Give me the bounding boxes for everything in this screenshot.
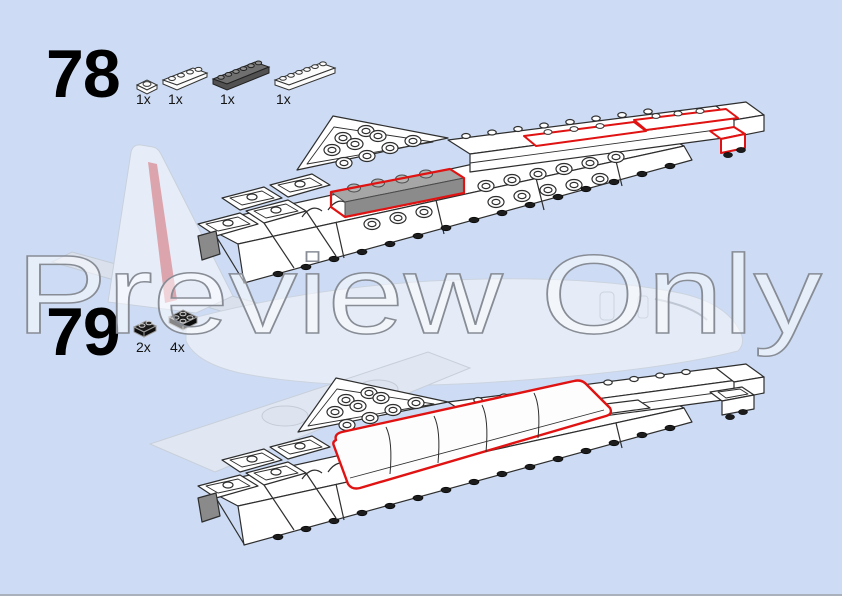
part-icon-white-plate-1x6 bbox=[273, 61, 337, 91]
part-count-label: 1x bbox=[276, 91, 291, 107]
step-78-assembly-diagram bbox=[197, 101, 765, 284]
tail-logo-stripe bbox=[148, 162, 177, 303]
part-icon-white-plate-1x4 bbox=[161, 66, 209, 91]
red-highlight-upper-plates bbox=[523, 108, 746, 154]
step-79-number: 79 bbox=[46, 294, 121, 370]
step-78-number: 78 bbox=[46, 36, 121, 112]
part-count-label: 2x bbox=[136, 339, 151, 355]
part-icon-black-plate-2x2 bbox=[167, 309, 199, 331]
part-icon-black-plate-1x2 bbox=[132, 320, 158, 338]
page-bottom-edge bbox=[0, 594, 842, 596]
part-count-label: 1x bbox=[136, 91, 151, 107]
step-79-assembly-diagram bbox=[197, 363, 765, 546]
part-count-label: 1x bbox=[220, 91, 235, 107]
part-count-label: 1x bbox=[168, 91, 183, 107]
part-count-label: 4x bbox=[170, 339, 185, 355]
red-highlight-curved-slopes bbox=[332, 379, 613, 490]
part-icon-dark-gray-plate-1x6 bbox=[211, 60, 271, 91]
part-icon-white-plate-1x1 bbox=[135, 79, 159, 95]
red-highlight-gray-plate bbox=[329, 167, 466, 219]
